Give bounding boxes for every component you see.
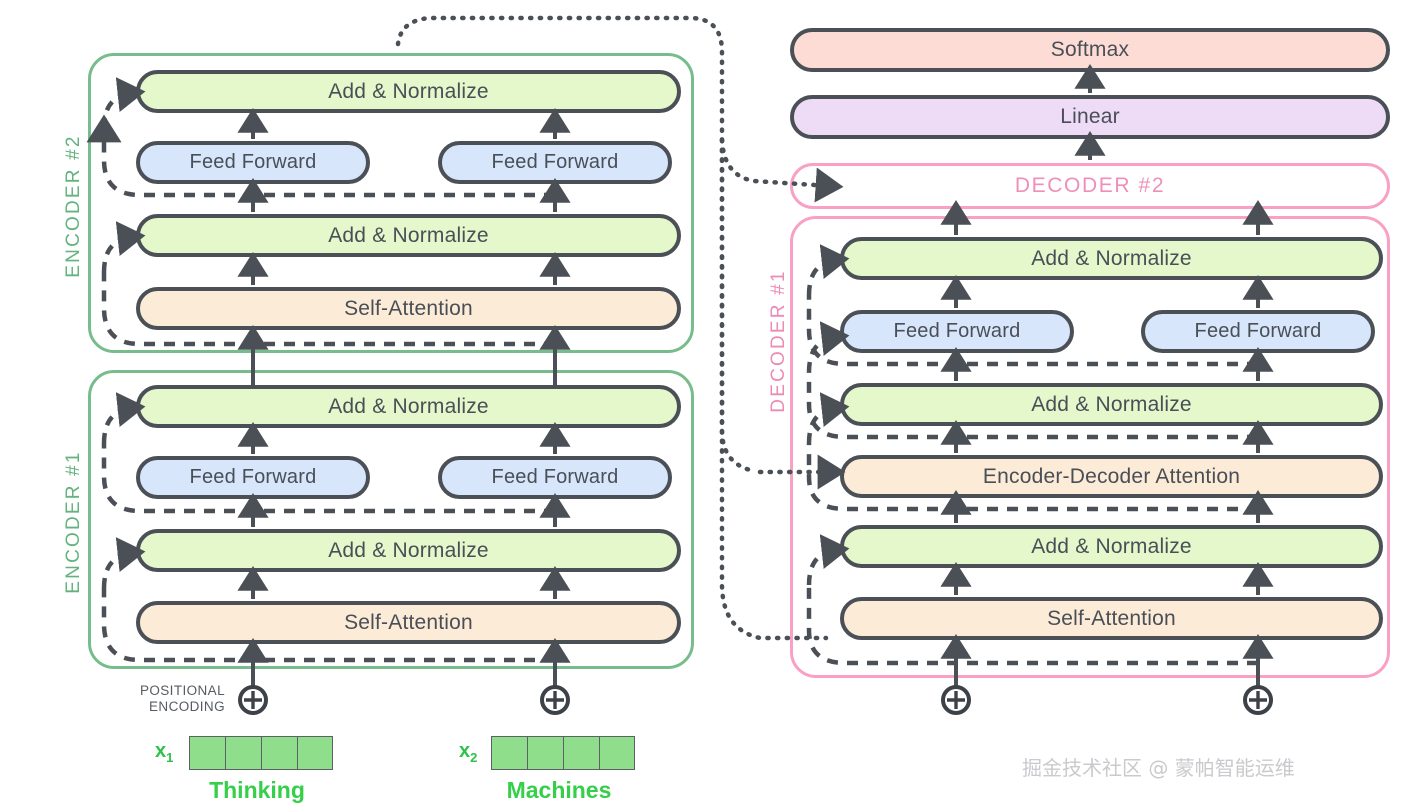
encoder2-self-attention: Self-Attention bbox=[136, 287, 681, 330]
embedding-cell bbox=[225, 736, 261, 770]
positional-encoding-line2: ENCODING bbox=[149, 699, 225, 714]
encoder1-add-norm-top: Add & Normalize bbox=[136, 385, 681, 428]
decoder1-add-norm-bottom: Add & Normalize bbox=[840, 525, 1383, 568]
softmax-block: Softmax bbox=[790, 28, 1390, 72]
encoder1-feed-forward-left: Feed Forward bbox=[136, 456, 370, 499]
embedding-cell bbox=[189, 736, 225, 770]
encoder1-feed-forward-right: Feed Forward bbox=[438, 456, 672, 499]
token-1-embedding bbox=[189, 736, 333, 770]
decoder-2-label: DECODER #2 bbox=[1014, 174, 1166, 197]
encoder-2-label: ENCODER #2 bbox=[63, 134, 84, 278]
token-1-word: Thinking bbox=[209, 777, 305, 803]
encoder2-add-norm-bottom: Add & Normalize bbox=[136, 214, 681, 257]
encoder2-add-norm-top: Add & Normalize bbox=[136, 70, 681, 113]
encoder1-self-attention: Self-Attention bbox=[136, 601, 681, 644]
linear-block: Linear bbox=[790, 95, 1390, 139]
decoder1-self-attention: Self-Attention bbox=[840, 597, 1383, 640]
decoder1-add-norm-top: Add & Normalize bbox=[840, 237, 1383, 280]
encoder-1-label: ENCODER #1 bbox=[63, 450, 84, 594]
embedding-cell bbox=[297, 736, 333, 770]
embedding-cell bbox=[563, 736, 599, 770]
encoder2-feed-forward-right: Feed Forward bbox=[438, 141, 672, 184]
token-1-variable: x1 bbox=[155, 740, 174, 765]
embedding-cell bbox=[491, 736, 527, 770]
token-2-variable: x2 bbox=[459, 740, 478, 765]
encoder2-feed-forward-left: Feed Forward bbox=[136, 141, 370, 184]
decoder1-encoder-decoder-attention: Encoder-Decoder Attention bbox=[840, 455, 1383, 498]
decoder1-feed-forward-left: Feed Forward bbox=[840, 310, 1074, 353]
decoder1-add-norm-middle: Add & Normalize bbox=[840, 383, 1383, 426]
encoder1-add-norm-bottom: Add & Normalize bbox=[136, 529, 681, 572]
encoder-2-group bbox=[88, 53, 694, 353]
positional-encoding-line1: POSITIONAL bbox=[139, 683, 225, 698]
token-1-index: 1 bbox=[166, 750, 174, 765]
positional-encoding-label: POSITIONAL ENCODING bbox=[115, 683, 225, 715]
token-2-index: 2 bbox=[470, 750, 478, 765]
embedding-cell bbox=[527, 736, 563, 770]
token-2-embedding bbox=[491, 736, 635, 770]
decoder-2-group: DECODER #2 bbox=[790, 163, 1390, 209]
encoder-1-group bbox=[88, 370, 694, 669]
decoder1-feed-forward-right: Feed Forward bbox=[1141, 310, 1375, 353]
watermark: 掘金技术社区 @ 蒙帕智能运维 bbox=[1022, 756, 1295, 780]
embedding-cell bbox=[261, 736, 297, 770]
token-2-word: Machines bbox=[506, 777, 612, 803]
embedding-cell bbox=[599, 736, 635, 770]
decoder-1-label: DECODER #1 bbox=[768, 269, 789, 413]
